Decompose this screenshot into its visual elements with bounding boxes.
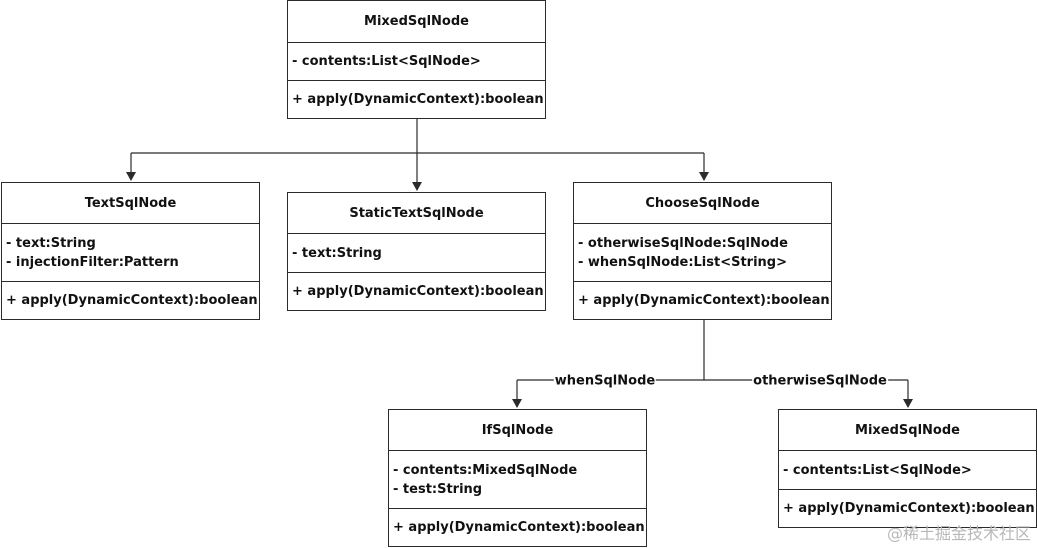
operations-section: + apply(DynamicContext):boolean [389, 508, 646, 546]
operations-section: + apply(DynamicContext):boolean [2, 281, 259, 319]
attribute: - contents:List<SqlNode> [292, 54, 481, 69]
attributes-section: - text:String [288, 233, 545, 272]
class-name: MixedSqlNode [364, 14, 469, 29]
attribute: - contents:List<SqlNode> [783, 462, 972, 478]
operations-section: + apply(DynamicContext):boolean [574, 281, 831, 319]
attributes-section: - contents:MixedSqlNode - test:String [389, 450, 646, 508]
edge-label-when: whenSqlNode [553, 373, 657, 389]
operation: + apply(DynamicContext):boolean [292, 284, 544, 299]
class-name: MixedSqlNode [855, 422, 960, 438]
attribute: - whenSqlNode:List<String> [578, 254, 787, 270]
attributes-section: - otherwiseSqlNode:SqlNode - whenSqlNode… [574, 223, 831, 281]
attribute: - text:String [292, 245, 382, 261]
operation: + apply(DynamicContext):boolean [292, 92, 544, 107]
operation: + apply(DynamicContext):boolean [578, 293, 830, 308]
operations-section: + apply(DynamicContext):boolean [288, 80, 545, 118]
class-name: ChooseSqlNode [645, 195, 760, 211]
attribute: - injectionFilter:Pattern [6, 254, 179, 270]
class-mixedsqlnode-bottom: MixedSqlNode - contents:List<SqlNode> + … [778, 409, 1037, 528]
operations-section: + apply(DynamicContext):boolean [779, 489, 1036, 527]
attributes-section: - contents:List<SqlNode> [779, 450, 1036, 489]
class-name: IfSqlNode [481, 422, 554, 438]
class-name: TextSqlNode [84, 195, 177, 211]
class-name: StaticTextSqlNode [349, 205, 484, 221]
class-statictextsqlnode: StaticTextSqlNode - text:String + apply(… [287, 192, 546, 311]
attribute: - text:String [6, 235, 96, 251]
attribute: - otherwiseSqlNode:SqlNode [578, 235, 788, 251]
operation: + apply(DynamicContext):boolean [6, 293, 258, 308]
class-ifsqlnode: IfSqlNode - contents:MixedSqlNode - test… [388, 409, 647, 547]
watermark: @稀土掘金技术社区 [886, 524, 1031, 543]
class-textsqlnode: TextSqlNode - text:String - injectionFil… [1, 182, 260, 320]
attributes-section: - text:String - injectionFilter:Pattern [2, 223, 259, 281]
attribute: - contents:MixedSqlNode [393, 462, 578, 478]
operations-section: + apply(DynamicContext):boolean [288, 272, 545, 310]
attributes-section: - contents:List<SqlNode> [288, 42, 545, 80]
class-mixedsqlnode-top: MixedSqlNode - contents:List<SqlNode> + … [287, 0, 546, 119]
attribute: - test:String [393, 481, 483, 497]
operation: + apply(DynamicContext):boolean [393, 520, 645, 535]
class-choosesqlnode: ChooseSqlNode - otherwiseSqlNode:SqlNode… [573, 182, 832, 320]
edge-label-otherwise: otherwiseSqlNode [752, 373, 888, 389]
operation: + apply(DynamicContext):boolean [783, 501, 1035, 516]
